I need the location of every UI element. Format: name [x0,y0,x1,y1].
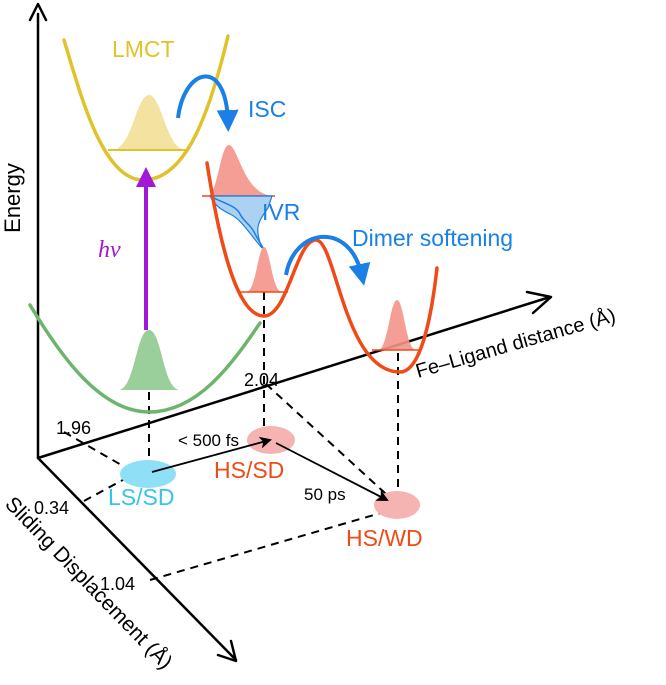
ground-potential-curve [28,303,262,414]
dimer-softening-label: Dimer softening [352,225,513,251]
isc-arrow [176,74,239,132]
hs-wd-label: HS/WD [346,525,423,551]
ls-sd-ellipse [120,460,176,488]
ls-sd-label: LS/SD [108,484,174,510]
sliding-axis [36,456,238,662]
excitation-label: hν [98,237,121,263]
projection-lines [63,292,399,581]
fe-ligand-axis [36,295,552,460]
energy-axis-label: Energy [0,163,25,233]
proj-196-to-ls [63,431,131,471]
sliding-axis-label: Sliding Displacement (Å) [0,492,176,673]
proj-034-to-ls [83,475,131,502]
fe-ligand-axis-label: Fe–Ligand distance (Å) [413,304,618,383]
ls-to-hs-arrow [151,436,272,473]
ivr-squiggle [213,197,264,249]
lmct-wavepacket [112,95,186,150]
ivr-relaxation-wavepacket [209,195,273,249]
tick-104: 1.04 [100,574,135,594]
time-slow-label: 50 ps [304,485,346,504]
dimer-softening-arrow [284,234,371,286]
isc-label: ISC [248,96,286,122]
hs-sd-wavepacket [246,247,282,292]
ivr-label: IVR [262,199,300,225]
time-fast-label: < 500 fs [178,431,239,450]
hs-hot-wavepacket [207,145,274,196]
hs-potential-curve [205,161,439,374]
hs-wd-wavepacket [378,300,416,350]
hs-wd-ellipse [374,491,420,519]
hs-sd-to-hs-wd-arrow [275,442,389,501]
sliding-axis-arrowhead [216,639,238,663]
fe-ligand-axis-arrowhead [525,290,553,315]
tick-196: 1.96 [56,418,91,438]
hs-sd-label: HS/SD [214,457,284,483]
proj-104-to-hswd [149,507,399,581]
tick-204: 2.04 [244,370,279,390]
lmct-label: LMCT [112,36,175,62]
proj-204-to-hswd [265,383,399,506]
tick-034: 0.34 [34,498,69,518]
ground-wavepacket [118,330,180,390]
energy-axis-arrowhead [28,2,48,22]
axes [28,2,553,663]
